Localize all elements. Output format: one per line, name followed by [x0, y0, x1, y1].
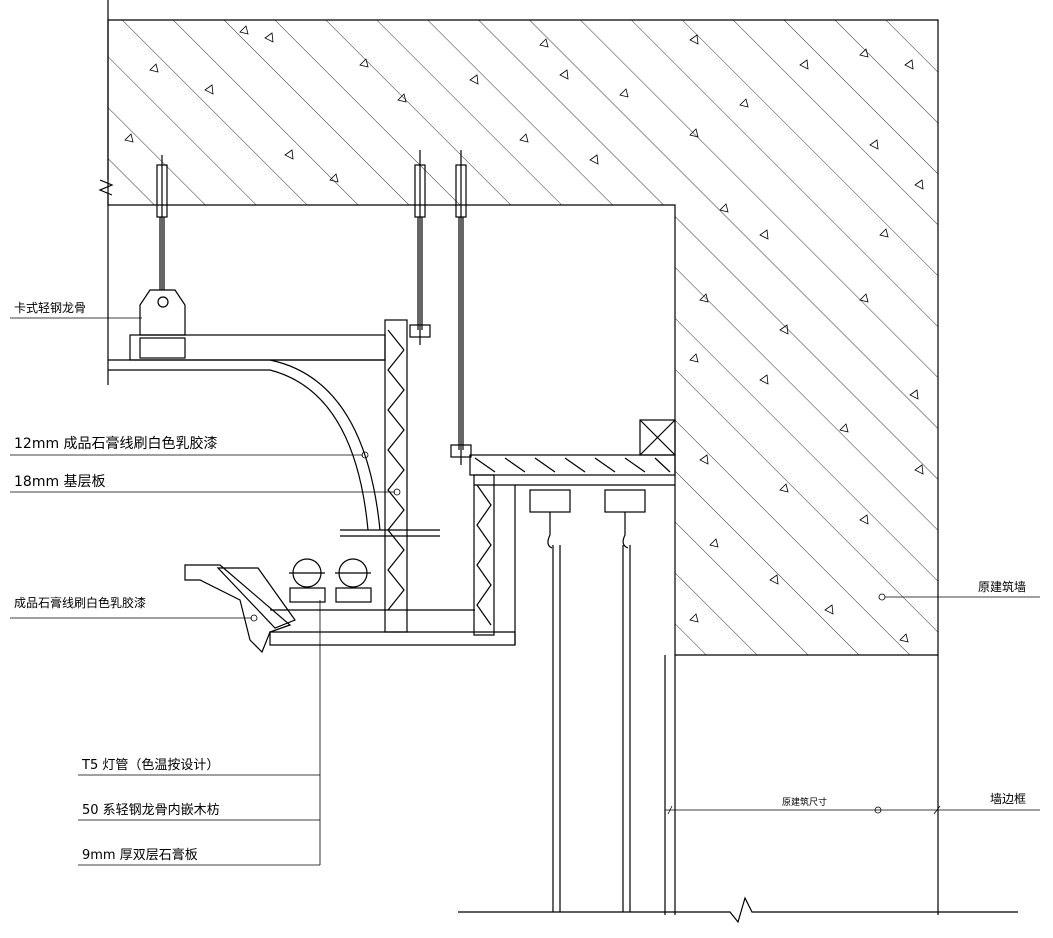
- label-gypsum-board: 9mm 厚双层石膏板: [82, 847, 198, 863]
- break-line-left: [98, 0, 114, 385]
- label-gypsum-line: 成品石膏线刷白色乳胶漆: [14, 595, 146, 610]
- curved-gypsum-cornice: [108, 359, 385, 531]
- wall-lower: [664, 655, 939, 915]
- label-original-size: 原建筑尺寸: [782, 796, 827, 808]
- label-keel: 卡式轻钢龙骨: [14, 301, 86, 315]
- hanger-rods: [156, 150, 472, 465]
- base-board-vertical: [384, 319, 495, 636]
- label-keel-50: 50 系轻钢龙骨内嵌木枋: [82, 802, 220, 818]
- concrete-slab-and-wall: [107, 19, 939, 656]
- label-t5-tube: T5 灯管（色温按设计）: [81, 757, 219, 773]
- label-gypsum-line-12: 12mm 成品石膏线刷白色乳胶漆: [14, 435, 218, 452]
- box-ceiling: [469, 419, 676, 486]
- label-wall-frame: 墙边框: [990, 792, 1026, 806]
- label-original-wall: 原建筑墙: [978, 579, 1026, 594]
- t5-lamps: [289, 529, 440, 603]
- curtain-track: [514, 485, 646, 912]
- lower-box-and-cornice: [184, 564, 516, 654]
- label-base-board: 18mm 基层板: [14, 473, 106, 490]
- card-keel-clip: [129, 289, 386, 361]
- leader-lines: [10, 317, 1040, 866]
- aggregate-marks: [124, 25, 924, 643]
- break-line-bottom: [458, 896, 1018, 924]
